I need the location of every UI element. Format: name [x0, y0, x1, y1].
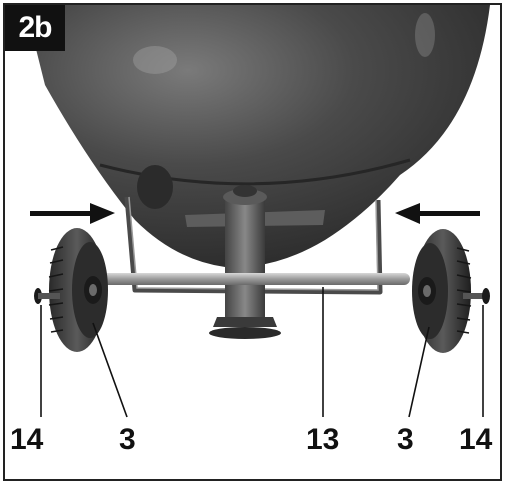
- left-wheel: [48, 228, 108, 352]
- support-leg: [209, 185, 281, 339]
- right-arrow: [395, 203, 480, 224]
- compressor-photo: [25, 5, 490, 418]
- left-pin: [34, 288, 60, 304]
- left-arrow: [30, 203, 115, 224]
- label-axle: 13: [306, 423, 340, 456]
- right-wheel: [412, 229, 472, 353]
- label-left-pin: 14: [10, 423, 44, 456]
- axle: [100, 273, 410, 285]
- figure-badge: 2b: [5, 5, 65, 51]
- label-left-wheel: 3: [119, 423, 136, 456]
- right-pin: [463, 288, 490, 304]
- label-right-pin: 14: [459, 423, 493, 456]
- tank: [25, 5, 490, 268]
- label-right-wheel: 3: [397, 423, 414, 456]
- leader-lines: [40, 287, 484, 418]
